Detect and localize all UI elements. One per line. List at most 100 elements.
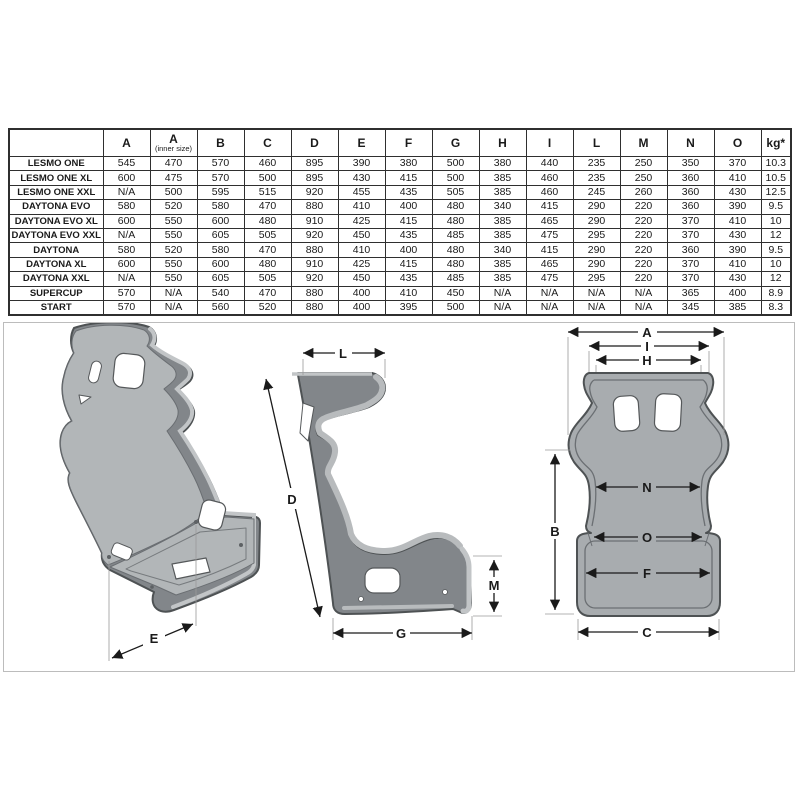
iso-seat-rim-highlight xyxy=(148,327,256,609)
value-cell: 550 xyxy=(149,256,198,273)
isometric-seat-view: E xyxy=(59,321,261,661)
model-name-cell: LESMO ONE XL xyxy=(8,170,104,186)
iso-bolt-dot xyxy=(239,543,243,547)
value-cell: 410 xyxy=(384,285,433,301)
value-cell: N/A xyxy=(102,184,151,201)
value-cell: 470 xyxy=(243,285,292,301)
value-cell: 235 xyxy=(572,170,621,186)
column-header: M xyxy=(619,128,668,157)
value-cell: 600 xyxy=(196,213,245,229)
value-cell: 545 xyxy=(102,155,151,172)
column-header-label: A xyxy=(122,135,131,150)
value-cell: 8.3 xyxy=(760,299,792,316)
value-cell: 10.3 xyxy=(760,155,792,172)
value-cell: 390 xyxy=(713,242,762,258)
value-cell: 290 xyxy=(572,242,621,258)
value-cell: 250 xyxy=(619,170,668,186)
dim-label-H: H xyxy=(642,353,651,368)
front-flange-notch-right xyxy=(704,532,710,547)
value-cell: 505 xyxy=(243,227,292,244)
value-cell: 370 xyxy=(713,155,762,172)
value-cell: 435 xyxy=(384,227,433,244)
column-header-label: E xyxy=(357,135,366,150)
column-header: kg* xyxy=(760,128,792,157)
dim-label-O: O xyxy=(642,530,652,545)
front-inner-rim-left xyxy=(574,379,598,527)
value-cell: 500 xyxy=(431,299,480,316)
value-cell: 895 xyxy=(290,155,339,172)
dim-label-bg-B xyxy=(546,523,564,539)
column-header-label: D xyxy=(310,135,319,150)
iso-bolt-dot xyxy=(150,585,154,589)
value-cell: 10 xyxy=(760,256,792,273)
corner-cell xyxy=(8,128,104,157)
model-name-cell: DAYTONA EVO XXL xyxy=(8,227,104,244)
value-cell: 370 xyxy=(666,256,715,273)
side-bolt-dot xyxy=(442,589,448,595)
value-cell: 400 xyxy=(384,242,433,258)
value-cell: 485 xyxy=(431,271,480,287)
value-cell: 425 xyxy=(337,213,386,229)
front-headrest-hole-right xyxy=(653,393,683,432)
value-cell: 370 xyxy=(666,213,715,229)
model-name-cell: DAYTONA EVO xyxy=(8,199,104,215)
model-name-cell: DAYTONA EVO XL xyxy=(8,213,104,229)
value-cell: 415 xyxy=(525,242,574,258)
value-cell: 465 xyxy=(525,213,574,229)
iso-left-notch xyxy=(78,394,92,405)
value-cell: 450 xyxy=(431,285,480,301)
value-cell: 595 xyxy=(196,184,245,201)
value-cell: 515 xyxy=(243,184,292,201)
side-bolt-dot xyxy=(358,596,364,602)
value-cell: 220 xyxy=(619,213,668,229)
column-header: N xyxy=(666,128,715,157)
value-cell: 400 xyxy=(337,299,386,316)
column-header-label: kg* xyxy=(766,135,786,150)
column-header: O xyxy=(713,128,762,157)
value-cell: 390 xyxy=(337,155,386,172)
value-cell: 385 xyxy=(478,256,527,273)
value-cell: 290 xyxy=(572,199,621,215)
value-cell: 430 xyxy=(713,271,762,287)
model-name-cell: DAYTONA XL xyxy=(8,256,104,273)
value-cell: N/A xyxy=(525,285,574,301)
value-cell: 340 xyxy=(478,242,527,258)
value-cell: 600 xyxy=(196,256,245,273)
column-header-label: C xyxy=(263,135,272,150)
column-header-label: G xyxy=(450,135,461,150)
value-cell: 220 xyxy=(619,242,668,258)
value-cell: 350 xyxy=(666,155,715,172)
column-header-label: M xyxy=(638,135,649,150)
value-cell: 570 xyxy=(102,285,151,301)
value-cell: 410 xyxy=(337,199,386,215)
dim-label-bg-D xyxy=(282,488,302,509)
value-cell: 480 xyxy=(431,213,480,229)
value-cell: 380 xyxy=(478,155,527,172)
dim-label-bg-F xyxy=(638,565,656,581)
value-cell: 390 xyxy=(713,199,762,215)
column-header: H xyxy=(478,128,527,157)
value-cell: 415 xyxy=(384,213,433,229)
front-inner-rim-right xyxy=(594,379,723,527)
dim-label-L: L xyxy=(339,346,347,361)
value-cell: 410 xyxy=(713,213,762,229)
column-header-label: B xyxy=(216,135,225,150)
value-cell: 12 xyxy=(760,271,792,287)
value-cell: 460 xyxy=(525,184,574,201)
value-cell: N/A xyxy=(525,299,574,316)
dim-label-N: N xyxy=(642,480,651,495)
dim-label-B: B xyxy=(550,524,559,539)
value-cell: 410 xyxy=(713,170,762,186)
dim-label-G: G xyxy=(396,626,406,641)
value-cell: 385 xyxy=(478,227,527,244)
column-header: C xyxy=(243,128,292,157)
value-cell: 9.5 xyxy=(760,242,792,258)
value-cell: 400 xyxy=(337,285,386,301)
